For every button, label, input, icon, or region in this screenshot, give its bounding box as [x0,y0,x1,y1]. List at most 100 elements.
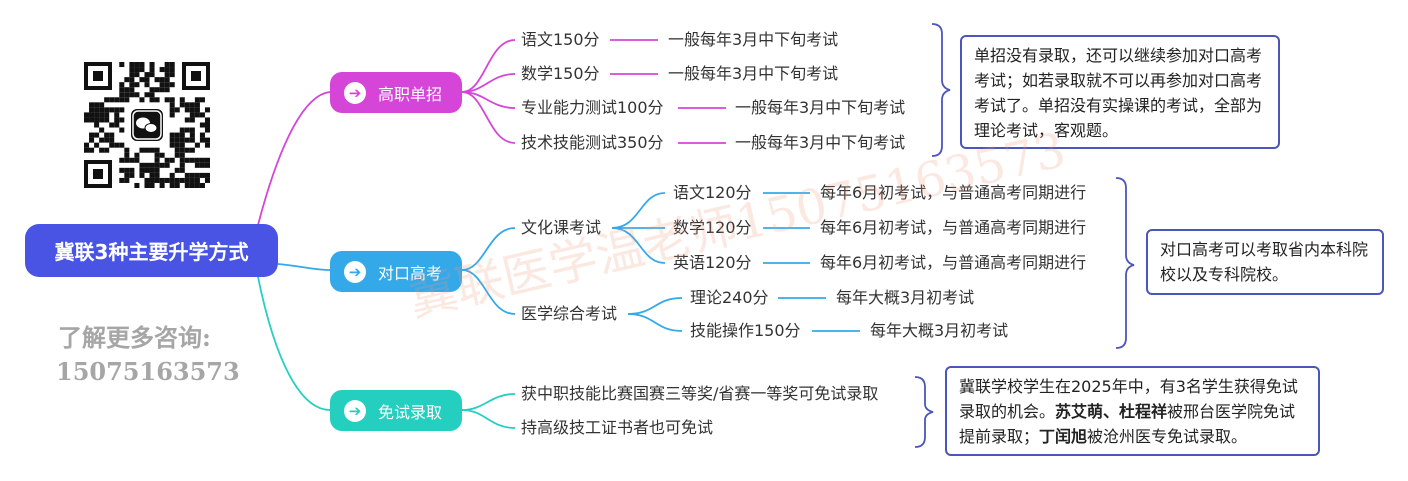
qr-module [109,132,115,138]
qr-module [124,147,130,153]
qr-module [109,137,115,143]
qr-module [154,97,160,103]
qr-module [174,177,180,183]
wechat-qr-code [84,62,210,188]
qr-module [134,62,140,68]
branch-duikou-gaokao[interactable]: ➔ 对口高考 [330,251,462,292]
qr-module [129,172,135,178]
branch-label: 免试录取 [378,402,443,422]
qr-module [109,122,115,128]
qr-module [89,102,95,108]
qr-module [149,87,155,93]
exam-time: 每年大概3月初考试 [836,288,975,307]
qr-module [194,97,200,103]
qr-module [169,177,175,183]
qr-module [139,147,145,153]
subject-item: 理论240分 [690,288,769,307]
qr-module [129,87,135,93]
qr-module [119,117,125,123]
qr-module [124,97,130,103]
qr-module [169,82,175,88]
contact-phone: 15075163573 [56,357,240,386]
qr-module [179,132,185,138]
branch-gaozhi-danzhao[interactable]: ➔ 高职单招 [330,72,462,113]
qr-module [114,117,120,123]
qr-module [134,157,140,163]
qr-module [194,162,200,168]
qr-module [159,77,165,83]
qr-module [174,152,180,158]
subject-item: 专业能力测试100分 [521,98,664,117]
qr-module [189,182,195,188]
contact-label: 了解更多咨询: [58,323,211,352]
qr-module [129,67,135,73]
qr-module [179,142,185,148]
qr-module [104,137,110,143]
qr-module [154,147,160,153]
qr-module [189,157,195,163]
qr-module [104,132,110,138]
qr-module [194,177,200,183]
qr-module [159,67,165,73]
qr-module [149,182,155,188]
qr-module [164,157,170,163]
qr-module [94,132,100,138]
qr-module [204,177,210,183]
qr-module [189,177,195,183]
qr-module [154,157,160,163]
qr-module [169,132,175,138]
qr-module [94,112,100,118]
qr-module [89,137,95,143]
qr-module [204,137,210,143]
qr-module [159,182,165,188]
qr-module [184,177,190,183]
qr-module [124,172,130,178]
qr-module [144,72,150,78]
qr-module [204,117,210,123]
qr-module [169,172,175,178]
qr-module [114,107,120,113]
note-text: 冀联学校学生在2025年中，有3名学生获得免试录取的机会。 [959,377,1298,421]
qr-module [189,117,195,123]
qr-module [169,107,175,113]
note-text: 被沧州医专免试录取。 [1087,427,1248,446]
qr-module [194,142,200,148]
arrow-right-icon: ➔ [344,81,366,104]
qr-module [189,172,195,178]
qr-module [189,127,195,133]
qr-module [164,87,170,93]
exam-time: 一般每年3月中下旬考试 [735,133,906,152]
qr-module [94,142,100,148]
qr-module [124,157,130,163]
qr-module [179,127,185,133]
subject-item: 技能操作150分 [690,321,801,340]
qr-module [194,112,200,118]
qr-module [114,97,120,103]
qr-module [194,102,200,108]
qr-module [179,97,185,103]
qr-module [169,62,175,68]
qr-module [94,122,100,128]
exam-group-label: 医学综合考试 [521,304,618,323]
qr-module [129,92,135,98]
qr-module [139,67,145,73]
qr-module [199,122,205,128]
qr-module [179,177,185,183]
qr-module [159,152,165,158]
branch-mianshi-luqu[interactable]: ➔ 免试录取 [330,390,462,431]
exam-time: 每年6月初考试，与普通高考同期进行 [820,183,1087,202]
qr-module [99,107,105,113]
qr-module [169,142,175,148]
qr-module [149,72,155,78]
qr-module [144,147,150,153]
qr-module [159,162,165,168]
qr-module [124,92,130,98]
qr-module [189,112,195,118]
qr-module [144,182,150,188]
qr-module [164,97,170,103]
qr-module [189,102,195,108]
qr-module [184,127,190,133]
qr-module [139,97,145,103]
subject-item: 数学150分 [521,64,600,83]
